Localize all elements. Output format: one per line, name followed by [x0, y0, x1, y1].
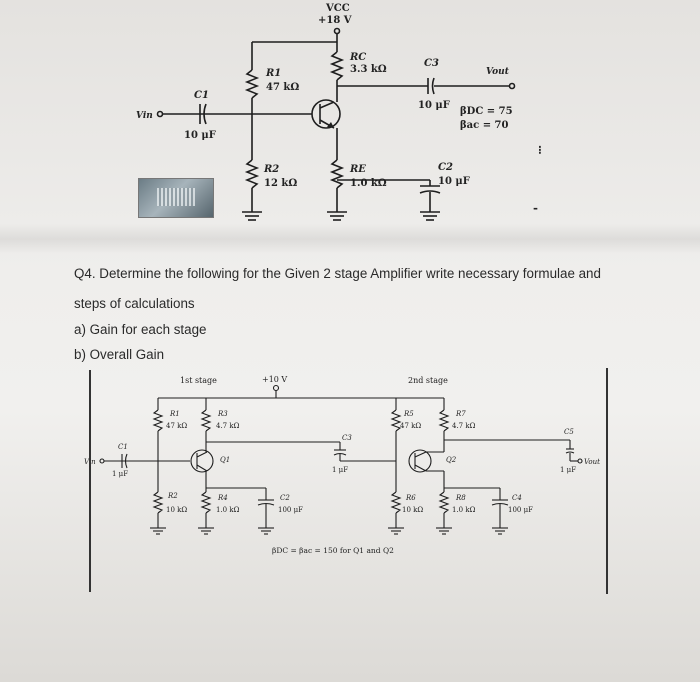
bottom-two-stage-amplifier: [99, 384, 583, 535]
bottom-r8-label: R8: [455, 494, 466, 502]
bottom-r5-label: R5: [403, 410, 414, 418]
bottom-r7-value: 4.7 kΩ: [452, 422, 476, 430]
bottom-stage2-label: 2nd stage: [408, 376, 448, 385]
top-rc-resistor: [329, 51, 345, 81]
bottom-r1-resistor: [152, 409, 164, 432]
bottom-stage1-label: 1st stage: [180, 376, 217, 385]
top-beta-ac: βac = 70: [460, 120, 509, 131]
bottom-r2-label: R2: [167, 492, 178, 500]
bottom-r1-label: R1: [169, 410, 180, 418]
top-rc-label: RC: [349, 52, 366, 63]
top-edge-mark-2: -: [533, 201, 538, 215]
top-beta-dc: βDC = 75: [460, 106, 513, 117]
bottom-r3-label: R3: [217, 410, 228, 418]
bottom-r5-resistor: [390, 409, 402, 432]
bottom-r7-resistor: [438, 409, 450, 432]
top-vin-label: Vin: [136, 111, 153, 121]
bottom-c5-label: C5: [564, 428, 574, 436]
bottom-c1-label: C1: [118, 443, 128, 451]
top-vin-terminal: [156, 110, 164, 118]
thumbnail-detail: [157, 188, 195, 206]
top-edge-mark: ⁝: [538, 143, 542, 157]
top-r1-value: 47 kΩ: [266, 82, 299, 93]
bottom-c4-label: C4: [512, 494, 522, 502]
top-c2-value: 10 μF: [438, 176, 470, 187]
bottom-r4-label: R4: [217, 494, 228, 502]
bottom-q1-transistor: [190, 449, 214, 473]
question-title: Q4. Determine the following for the Give…: [74, 266, 601, 281]
bottom-c4-value: 100 μF: [508, 506, 533, 514]
bottom-q2-transistor: [408, 449, 432, 473]
bottom-r7-label: R7: [455, 410, 466, 418]
top-c3-value: 10 μF: [418, 100, 450, 111]
bottom-c3-value: 1 μF: [332, 466, 348, 474]
question-steps: steps of calculations: [74, 296, 195, 311]
top-r1-resistor: [244, 69, 260, 99]
top-c2-label: C2: [438, 162, 453, 173]
bottom-r1-value: 47 kΩ: [166, 422, 187, 430]
bottom-vout-label: Vout: [584, 458, 600, 466]
top-re-value: 1.0 kΩ: [350, 178, 387, 189]
top-c1-label: C1: [194, 90, 209, 101]
top-vcc-value: +18 V: [318, 15, 352, 26]
bottom-figure-left-border: [89, 370, 91, 592]
top-amplifier-circuit: [156, 27, 516, 221]
top-r2-value: 12 kΩ: [264, 178, 297, 189]
bottom-vcc-terminal: [272, 384, 280, 392]
bottom-c3-label: C3: [342, 434, 352, 442]
top-vcc-terminal: [333, 27, 341, 35]
bottom-c5-value: 1 μF: [560, 466, 576, 474]
top-c1-value: 10 μF: [184, 130, 216, 141]
bottom-q2-label: Q2: [446, 456, 457, 464]
bottom-r8-value: 1.0 kΩ: [452, 506, 476, 514]
paper-fold-shadow: [0, 224, 700, 254]
bottom-r4-value: 1.0 kΩ: [216, 506, 240, 514]
question-item-a: a) Gain for each stage: [74, 322, 207, 337]
bottom-r8-resistor: [438, 491, 450, 514]
bottom-c2-value: 100 μF: [278, 506, 303, 514]
bottom-q1-label: Q1: [220, 456, 230, 464]
bottom-beta-note: βDC = βac = 150 for Q1 and Q2: [272, 546, 394, 555]
bottom-vin-terminal: [99, 458, 105, 464]
top-rc-value: 3.3 kΩ: [350, 64, 387, 75]
bottom-c2-label: C2: [280, 494, 290, 502]
bottom-r2-value: 10 kΩ: [166, 506, 187, 514]
bottom-r6-label: R6: [405, 494, 416, 502]
small-photo-thumbnail: [138, 178, 214, 218]
bottom-r6-resistor: [390, 491, 402, 514]
bottom-vcc-value: +10 V: [262, 375, 287, 384]
bottom-figure-right-border: [606, 368, 608, 594]
top-r1-label: R1: [265, 68, 281, 79]
bottom-c1-value: 1 μF: [112, 470, 128, 478]
bottom-r3-value: 4.7 kΩ: [216, 422, 240, 430]
bottom-r5-value: 47 kΩ: [400, 422, 421, 430]
top-c3-label: C3: [424, 58, 439, 69]
top-vout-terminal: [508, 82, 516, 90]
question-item-b: b) Overall Gain: [74, 347, 165, 362]
bottom-r2-resistor: [152, 491, 164, 514]
top-vcc-label: VCC: [325, 3, 350, 14]
bottom-r6-value: 10 kΩ: [402, 506, 423, 514]
top-vout-label: Vout: [486, 67, 510, 77]
top-re-resistor: [329, 159, 345, 189]
bottom-r3-resistor: [200, 409, 212, 432]
bottom-r4-resistor: [200, 491, 212, 514]
top-r2-label: R2: [263, 164, 279, 175]
top-re-label: RE: [349, 164, 366, 175]
bottom-vout-terminal: [577, 458, 583, 464]
top-r2-resistor: [244, 159, 260, 189]
